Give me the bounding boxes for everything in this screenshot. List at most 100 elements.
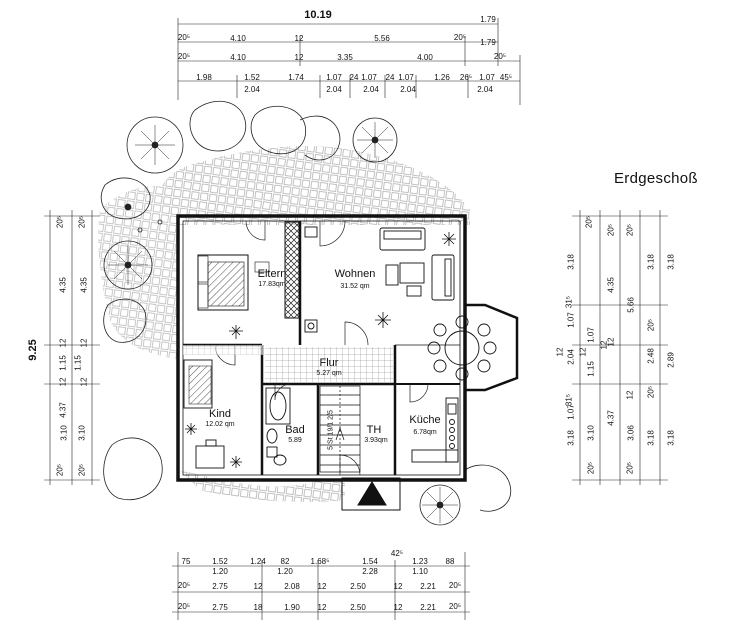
kind-furniture [183,359,225,469]
right-dim: 20⁵ [646,318,656,332]
right-dim: 20⁵ [625,223,635,237]
right-dim: 2.48 [646,348,656,364]
right-dim: 4.37 [606,410,616,426]
flur-floor-west [183,345,263,355]
top-dim: 24 [349,73,359,82]
bottom-dim: 20⁵ [448,581,462,590]
left-dim: 4.35 [58,277,68,293]
right-dim: 3.18 [646,254,656,270]
bottom-dim: 2.21 [420,603,436,612]
top-dim: 2.04 [477,85,493,94]
bottom-dim: 1.24 [250,557,266,566]
top-dim: 20⁵ [453,33,467,42]
bottom-dim: 2.21 [420,582,436,591]
left-dim: 20⁵ [77,215,87,229]
top-dim: 20⁵ [177,33,191,42]
left-dim: 1.15 [73,355,83,371]
bottom-dim: 75 [181,557,191,566]
top-dim: 1.74 [288,73,304,82]
top-dim: 12 [294,34,304,43]
bottom-dim: 1.90 [284,603,300,612]
top-dim: 24 [385,73,395,82]
dimension-lines [44,18,668,620]
room-eltern-area: 17.83qm [258,281,286,288]
top-dim: 26⁵ [459,73,473,82]
right-dim: 12 [625,390,635,400]
dining-set [427,315,497,381]
top-dim: 5.56 [374,34,390,43]
bottom-dim: 2.75 [212,603,228,612]
garden-paving [98,145,470,502]
top-dim: 1.52 [244,73,260,82]
room-flur-label: Flur [319,357,339,369]
right-dim: 20⁵ [625,461,635,475]
bottom-dim: 12 [317,582,327,591]
eltern-furniture [197,221,300,319]
top-dim: 45⁵ [499,73,513,82]
top-dim: 1.07 [479,73,495,82]
left-dim: 20⁵ [55,463,65,477]
top-dim: 1.26 [434,73,450,82]
top-dim: 12 [294,53,304,62]
right-dim: 20⁵ [586,461,596,475]
right-dim: 3.06 [626,425,636,441]
right-dim: 3.18 [566,254,576,270]
left-dim: 12 [58,338,68,348]
right-dim: 20⁵ [584,215,594,229]
right-dim: 20⁵ [606,223,616,237]
top-dim: 2.04 [326,85,342,94]
left-dim: 3.10 [59,425,69,441]
right-dim: 2.04 [566,349,576,365]
total-width: 10.19 [304,9,332,21]
top-dim: 1.07 [326,73,342,82]
bottom-dim: 1.20 [212,567,228,576]
bottom-dim: 12 [393,603,403,612]
room-kind-label: Kind [208,408,232,420]
top-dim: 1.98 [196,73,212,82]
left-dim: 12 [58,377,68,387]
bottom-dim: 12 [317,603,327,612]
right-dim: 12 [555,347,565,357]
top-dim: 20⁵ [177,52,191,61]
right-dim: 1.15 [586,361,596,377]
bottom-dim: 88 [445,557,455,566]
bottom-dim: 1.54 [362,557,378,566]
room-flur-area: 5.27 qm [316,370,342,377]
top-dim: 1.07 [398,73,414,82]
right-dim: 1.07 [566,312,576,328]
flur-floor [265,347,393,382]
bottom-dim: 2.50 [350,582,366,591]
right-dim: 1.07 [566,404,576,420]
bottom-dim: 42⁵ [390,549,404,558]
right-dim: 3.18 [566,430,576,446]
right-dim: 4.35 [606,277,616,293]
indoor-plants [185,232,456,468]
top-dim: 4.00 [417,53,433,62]
bottom-dim: 12 [393,582,403,591]
top-dim: 2.04 [244,85,260,94]
left-dim: 12 [79,338,89,348]
bottom-dim: 20⁵ [448,602,462,611]
right-dim: 12 [578,347,588,357]
right-dim: 3.18 [646,430,656,446]
room-bad-area: 5.89 [288,437,302,444]
left-dim: 4.35 [79,277,89,293]
staircase [319,385,361,473]
top-dim: 3.35 [337,53,353,62]
right-dim: 12 [606,337,616,347]
room-th-label: TH [366,424,382,436]
right-dim: 2.89 [666,352,676,368]
entrance-step [341,477,401,511]
top-dim: 2.04 [400,85,416,94]
bottom-dim: 1.52 [212,557,228,566]
bottom-dim: 2.75 [212,582,228,591]
top-dim: 4.10 [230,34,246,43]
left-dim: 3.10 [77,425,87,441]
bottom-dim: 82 [280,557,290,566]
room-bad-label: Bad [285,424,305,436]
bottom-dim: 1.20 [277,567,293,576]
top-dim: 1.79 [480,38,496,47]
right-dim: 20⁵ [646,385,656,399]
right-dim: 3.18 [666,254,676,270]
